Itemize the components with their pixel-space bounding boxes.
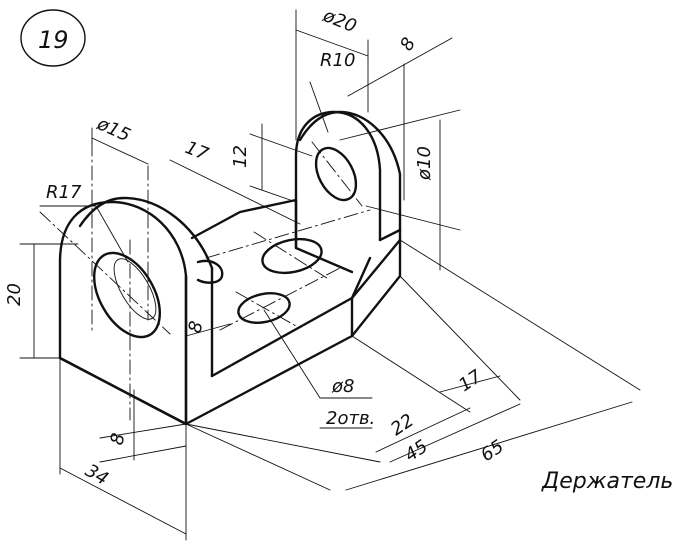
dim-dia10: ø10 [414,146,435,181]
dim-twenty-two: 22 [387,410,418,440]
center-lines [39,141,371,421]
part-outline [58,110,402,426]
sheet-number-text: 19 [38,26,69,54]
drawing-title: Держатель [541,469,673,494]
dim-r10: R10 [320,50,355,71]
dim-twelve: 12 [230,145,251,168]
dim-r17: R17 [46,182,82,203]
dim-sixty-five: 65 [477,436,508,466]
dim-eight-mid: 8 [184,319,207,335]
dim-eight-bottom: 8 [106,431,129,447]
dim-seventeen-right: 17 [455,366,486,397]
sheet-number: 19 [20,9,86,67]
dimension-lines [19,9,641,541]
dim-seventeen-top: 17 [182,137,212,165]
dim-thirty-four: 34 [82,460,112,490]
dim-twenty: 20 [4,283,25,306]
dim-dia20: ø20 [319,5,359,38]
dim-dia8: ø8 [331,376,354,397]
dim-two-holes: 2отв. [326,408,375,429]
dim-eight-top: 8 [396,34,420,54]
dimension-labels: ø20 8 R10 ø15 17 12 ø10 R17 20 8 ø8 2отв… [4,5,508,490]
dim-forty-five: 45 [401,436,432,466]
